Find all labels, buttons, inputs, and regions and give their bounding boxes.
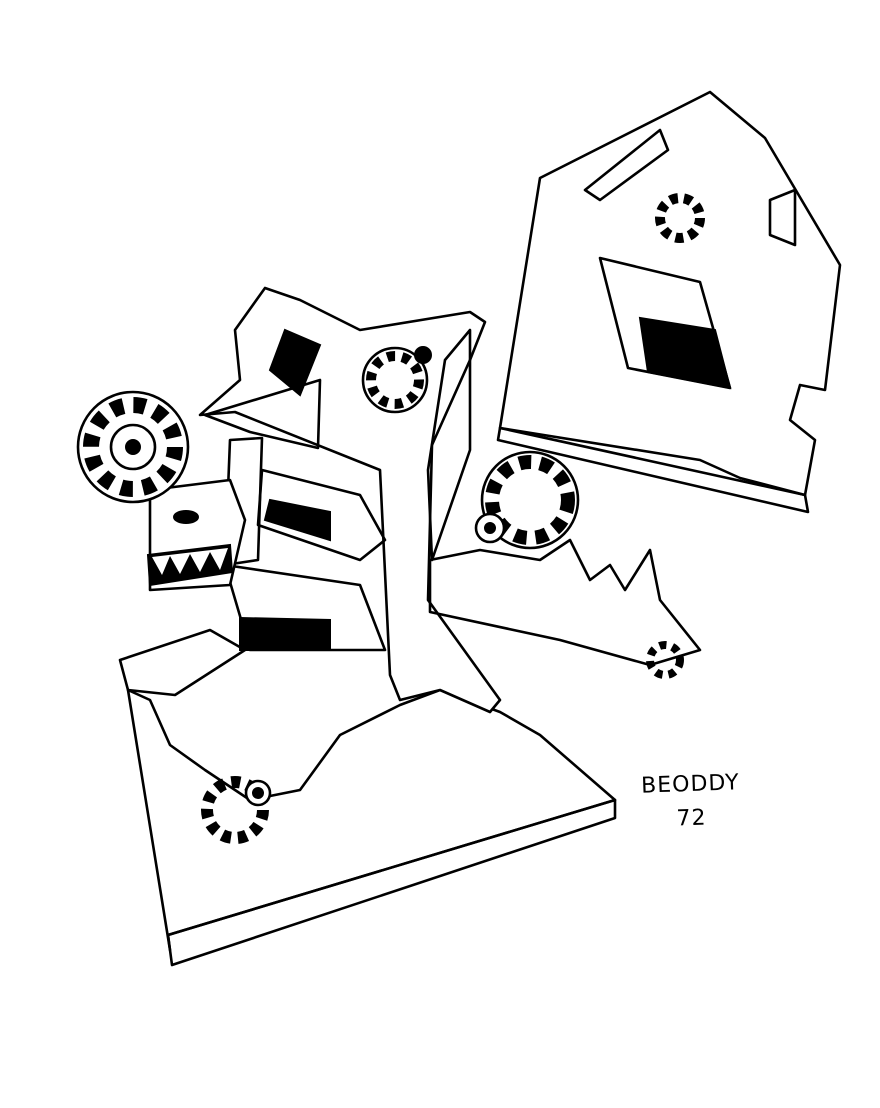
artist-signature: BEODDY 72 [635,766,747,838]
striped-eye-upper-right [655,193,705,243]
bottom-slab [126,688,617,967]
striped-eye-large [76,390,190,504]
striped-eye-bottom [201,776,272,844]
monster-face [146,478,247,592]
striped-eye-lower-right [646,641,684,679]
left-blocks [118,436,387,697]
right-slab [496,90,842,514]
signature-year: 72 [676,805,708,832]
signature-name: BEODDY [640,770,741,799]
stippled-ridge [428,538,702,667]
striped-eye-top [361,346,432,414]
striped-eye-center [474,450,580,550]
